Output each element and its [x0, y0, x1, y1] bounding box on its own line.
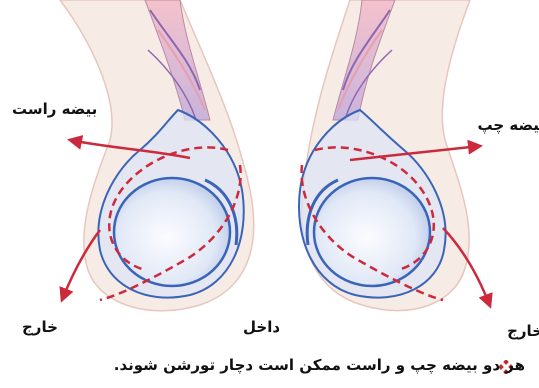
label-right-testis: بیضه راست [12, 100, 97, 118]
label-inward: داخل [243, 318, 280, 336]
caption-text: هر دو بیضه چپ و راست ممکن است دچار تورشن… [114, 356, 525, 374]
label-left-testis: بیضه چپ [477, 116, 539, 134]
label-outward-right: خارج [507, 322, 539, 340]
label-outward-left: خارج [22, 318, 58, 336]
